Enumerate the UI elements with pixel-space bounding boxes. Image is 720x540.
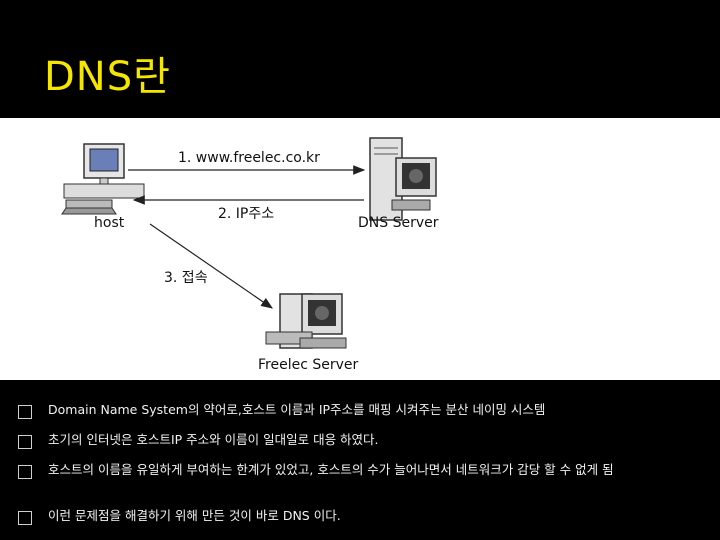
host-computer-icon	[62, 144, 144, 214]
bullet-marker-icon	[18, 511, 32, 525]
dns-diagram: 1. www.freelec.co.kr 2. IP주소 3. 접속 host …	[0, 118, 720, 380]
connect-arrow	[150, 224, 272, 308]
host-label: host	[94, 215, 124, 231]
freelec-server-icon	[266, 294, 346, 348]
diagram-graphics	[0, 118, 720, 380]
list-item: Domain Name System의 약어로,호스트 이름과 IP주소를 매핑…	[18, 402, 708, 419]
freelec-server-label: Freelec Server	[258, 357, 358, 373]
dns-server-icon	[370, 138, 436, 220]
slide-title: DNS란	[44, 44, 171, 102]
bullet-text: 이런 문제점을 해결하기 위해 만든 것이 바로 DNS 이다.	[48, 508, 341, 525]
bullet-marker-icon	[18, 405, 32, 419]
bullet-text: Domain Name System의 약어로,호스트 이름과 IP주소를 매핑…	[48, 402, 545, 419]
request-label: 1. www.freelec.co.kr	[178, 150, 320, 166]
connect-label: 3. 접속	[164, 267, 208, 287]
bullet-marker-icon	[18, 465, 32, 479]
bullet-text: 초기의 인터넷은 호스트IP 주소와 이름이 일대일로 대응 하였다.	[48, 432, 379, 449]
list-item: 초기의 인터넷은 호스트IP 주소와 이름이 일대일로 대응 하였다.	[18, 432, 708, 449]
bullet-text: 호스트의 이름을 유일하게 부여하는 한계가 있었고, 호스트의 수가 늘어나면…	[48, 462, 614, 479]
response-label: 2. IP주소	[218, 203, 274, 223]
dns-server-label: DNS Server	[358, 215, 439, 231]
bullet-marker-icon	[18, 435, 32, 449]
list-item: 이런 문제점을 해결하기 위해 만든 것이 바로 DNS 이다.	[18, 508, 708, 525]
list-item: 호스트의 이름을 유일하게 부여하는 한계가 있었고, 호스트의 수가 늘어나면…	[18, 462, 708, 479]
